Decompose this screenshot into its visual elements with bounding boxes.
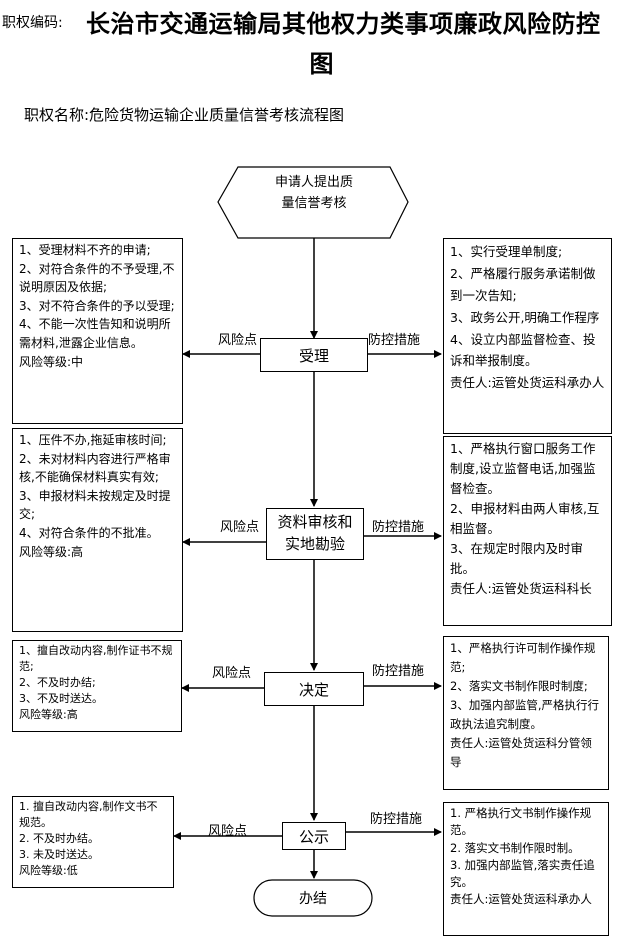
start-line-1: 申请人提出质 <box>274 175 353 190</box>
page-title-continued: 图 <box>309 50 334 78</box>
control-label-1: 防控措施 <box>368 333 421 348</box>
control-item: 2、落实文书制作限时制度; <box>450 678 588 693</box>
risk-item: 2、未对材料内容进行严格审核,不能确保材料真实有效; <box>19 451 171 485</box>
risk-item: 1. 擅自改动内容,制作文书不规范。 <box>19 800 158 829</box>
start-hexagon <box>217 166 409 239</box>
risk-label-1: 风险点 <box>218 333 258 348</box>
risk-box-publicize: 1. 擅自改动内容,制作文书不规范。 2. 不及时办结。 3. 未及时送达。 风… <box>12 796 174 888</box>
control-label-3: 防控措施 <box>372 664 425 679</box>
risk-label-4: 风险点 <box>208 824 248 839</box>
risk-item: 1、受理材料不齐的申请; <box>19 243 151 257</box>
risk-label-3: 风险点 <box>212 666 252 681</box>
start-line-2: 量信誉考核 <box>281 196 347 212</box>
control-item: 3、加强内部监管,严格执行行政执法追究制度。 <box>450 697 599 731</box>
risk-item: 2、不及时办结; <box>19 675 96 689</box>
risk-item: 3. 未及时送达。 <box>19 847 99 861</box>
step-review-label-2: 实地勘验 <box>284 535 345 553</box>
control-box-accept: 1、实行受理单制度; 2、严格履行服务承诺制做到一次告知; 3、政务公开,明确工… <box>443 238 612 434</box>
authority-code-label: 职权编码: <box>2 15 63 31</box>
control-box-review: 1、严格执行窗口服务工作制度,设立监督电话,加强监督检查。 2、申报材料由两人审… <box>443 436 612 626</box>
control-owner: 责任人:运管处货运科分管领导 <box>450 735 592 769</box>
risk-item: 4、不能一次性告知和说明所需材料,泄露企业信息。 <box>19 317 171 350</box>
risk-item: 2. 不及时办结。 <box>19 831 99 845</box>
control-item: 1、严格执行许可制作操作规范; <box>450 641 596 674</box>
authority-name: 职权名称:危险货物运输企业质量信誉考核流程图 <box>24 106 345 124</box>
page-title: 长治市交通运输局其他权力类事项廉政风险防控 <box>86 10 601 38</box>
step-accept-label: 受理 <box>298 346 329 365</box>
start-node: 申请人提出质 量信誉考核 <box>252 172 376 215</box>
risk-item: 2、对符合条件的不予受理,不说明原因及依据; <box>19 261 175 295</box>
control-item: 3、在规定时限内及时审批。 <box>450 541 583 576</box>
risk-label-2: 风险点 <box>220 520 260 535</box>
end-terminal <box>253 879 373 917</box>
control-owner: 责任人:运管处货运科科长 <box>450 581 592 596</box>
step-review-inspect: 资料审核和 实地勘验 <box>266 508 364 560</box>
risk-box-review: 1、压件不办,拖延审核时间; 2、未对材料内容进行严格审核,不能确保材料真实有效… <box>12 428 183 632</box>
control-box-publicize: 1. 严格执行文书制作操作规范。 2. 落实文书制作限时制。 3. 加强内部监管… <box>443 802 609 936</box>
risk-item: 3、不及时送达。 <box>19 691 103 705</box>
risk-item: 1、压件不办,拖延审核时间; <box>19 433 167 447</box>
step-decide-label: 决定 <box>298 680 329 699</box>
risk-item: 3、对不符合条件的予以受理; <box>19 298 175 313</box>
risk-item: 1、擅自改动内容,制作证书不规范; <box>19 644 173 673</box>
risk-item: 4、对符合条件的不批准。 <box>19 525 159 540</box>
control-item: 4、设立内部监督检查、投诉和举报制度。 <box>450 331 596 369</box>
control-item: 1、实行受理单制度; <box>450 244 563 259</box>
control-label-2: 防控措施 <box>372 520 425 535</box>
end-label: 办结 <box>299 891 327 907</box>
control-item: 3. 加强内部监管,落实责任追究。 <box>450 857 595 889</box>
control-item: 2、严格履行服务承诺制做到一次告知; <box>450 265 596 303</box>
control-owner: 责任人:运管处货运科承办人 <box>450 892 592 907</box>
control-item: 1. 严格执行文书制作操作规范。 <box>450 806 592 838</box>
step-review-label-1: 资料审核和 <box>277 513 353 532</box>
control-box-decide: 1、严格执行许可制作操作规范; 2、落实文书制作限时制度; 3、加强内部监管,严… <box>443 636 609 790</box>
step-publicize: 公示 <box>282 822 346 850</box>
risk-item: 3、申报材料未按规定及时提交; <box>19 488 171 522</box>
control-item: 2. 落实文书制作限时制。 <box>450 840 580 855</box>
risk-box-decide: 1、擅自改动内容,制作证书不规范; 2、不及时办结; 3、不及时送达。 风险等级… <box>12 640 182 732</box>
control-item: 1、严格执行窗口服务工作制度,设立监督电话,加强监督检查。 <box>450 441 596 496</box>
step-decide: 决定 <box>264 672 364 706</box>
control-label-4: 防控措施 <box>370 812 423 827</box>
risk-level: 风险等级:高 <box>19 544 84 559</box>
control-owner: 责任人:运管处货运科承办人 <box>450 375 605 391</box>
risk-level: 风险等级:低 <box>19 863 78 877</box>
step-publicize-label: 公示 <box>298 827 329 846</box>
risk-box-accept: 1、受理材料不齐的申请; 2、对符合条件的不予受理,不说明原因及依据; 3、对不… <box>12 238 183 424</box>
control-item: 2、申报材料由两人审核,互相监督。 <box>450 501 600 536</box>
risk-level: 风险等级:高 <box>19 707 78 721</box>
step-accept: 受理 <box>260 338 368 372</box>
control-item: 3、政务公开,明确工作程序 <box>450 309 600 325</box>
risk-level: 风险等级:中 <box>19 354 84 369</box>
